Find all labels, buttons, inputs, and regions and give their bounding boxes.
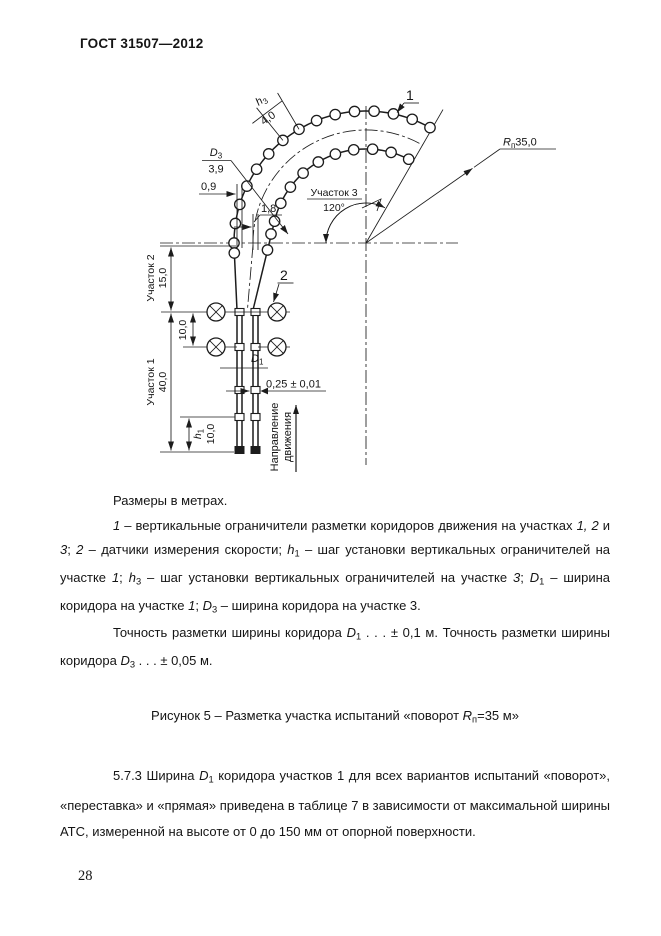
section-1-length: 40,0	[157, 372, 169, 393]
direction-label-line2: движения	[282, 412, 294, 462]
callout-1-label: 1	[406, 87, 414, 103]
marker-width-value: 0,25 ± 0,01	[266, 379, 321, 391]
speed-sensors	[161, 302, 290, 357]
d1-width-label: D1	[251, 353, 264, 367]
section-3-name: Участок 3	[310, 187, 357, 199]
clause-573-paragraph: 5.7.3 Ширина D1 коридора участков 1 для …	[60, 767, 611, 840]
section-3-angle: 120°	[323, 202, 345, 214]
accuracy-paragraph: Точность разметки ширины коридора D1 . .…	[60, 625, 610, 670]
diagram-labels: 1 2 h3 4,0 D3 3,9 0,9 1,8 Участок 3 120°…	[145, 87, 537, 471]
section-1-name: Участок 1	[145, 358, 157, 405]
figure-caption: Рисунок 5 – Разметка участка испытаний «…	[151, 708, 519, 725]
callout-2-label: 2	[280, 267, 288, 283]
sensor-spacing-value: 10,0	[177, 320, 189, 341]
speed-sensor-icon	[267, 337, 287, 357]
straight-section-markers	[234, 307, 261, 454]
offset-inner-value: 1,8	[261, 203, 276, 215]
d3-width-label: D3	[210, 147, 223, 161]
figure-5-diagram: 1 2 h3 4,0 D3 3,9 0,9 1,8 Участок 3 120°…	[145, 85, 565, 485]
turn-radius-label: Rп35,0	[503, 137, 537, 151]
vertical-limiter-cones	[228, 105, 436, 259]
standard-number-header: ГОСТ 31507—2012	[80, 36, 204, 51]
h3-step-value: 4,0	[259, 109, 278, 128]
corridor-track	[233, 110, 433, 453]
h1-step-value: 10,0	[205, 424, 217, 445]
section-2-length: 15,0	[157, 268, 169, 289]
center-lines	[160, 106, 458, 465]
d3-width-value: 3,9	[208, 164, 223, 176]
units-note: Размеры в метрах.	[113, 493, 228, 508]
legend-paragraph: 1 – вертикальные ограничители разметки к…	[60, 517, 611, 614]
dimension-lines	[160, 92, 362, 453]
radius-lines	[365, 109, 556, 244]
callout-leaders	[273, 102, 419, 303]
h3-step-label: h3	[254, 92, 271, 109]
speed-sensor-icon	[267, 302, 287, 322]
sector-angle-arc	[323, 198, 385, 244]
page-number: 28	[78, 868, 93, 884]
section-2-name: Участок 2	[145, 254, 157, 301]
speed-sensor-icon	[206, 302, 226, 322]
figure-notes: Размеры в метрах. 1 – вертикальные огран…	[60, 489, 610, 846]
offset-outer-value: 0,9	[201, 181, 216, 193]
test-track-drawing: 1 2 h3 4,0 D3 3,9 0,9 1,8 Участок 3 120°…	[145, 87, 556, 472]
h1-step-label: h1	[192, 428, 206, 439]
direction-label-line1: Направление	[269, 403, 281, 472]
speed-sensor-icon	[206, 337, 226, 357]
